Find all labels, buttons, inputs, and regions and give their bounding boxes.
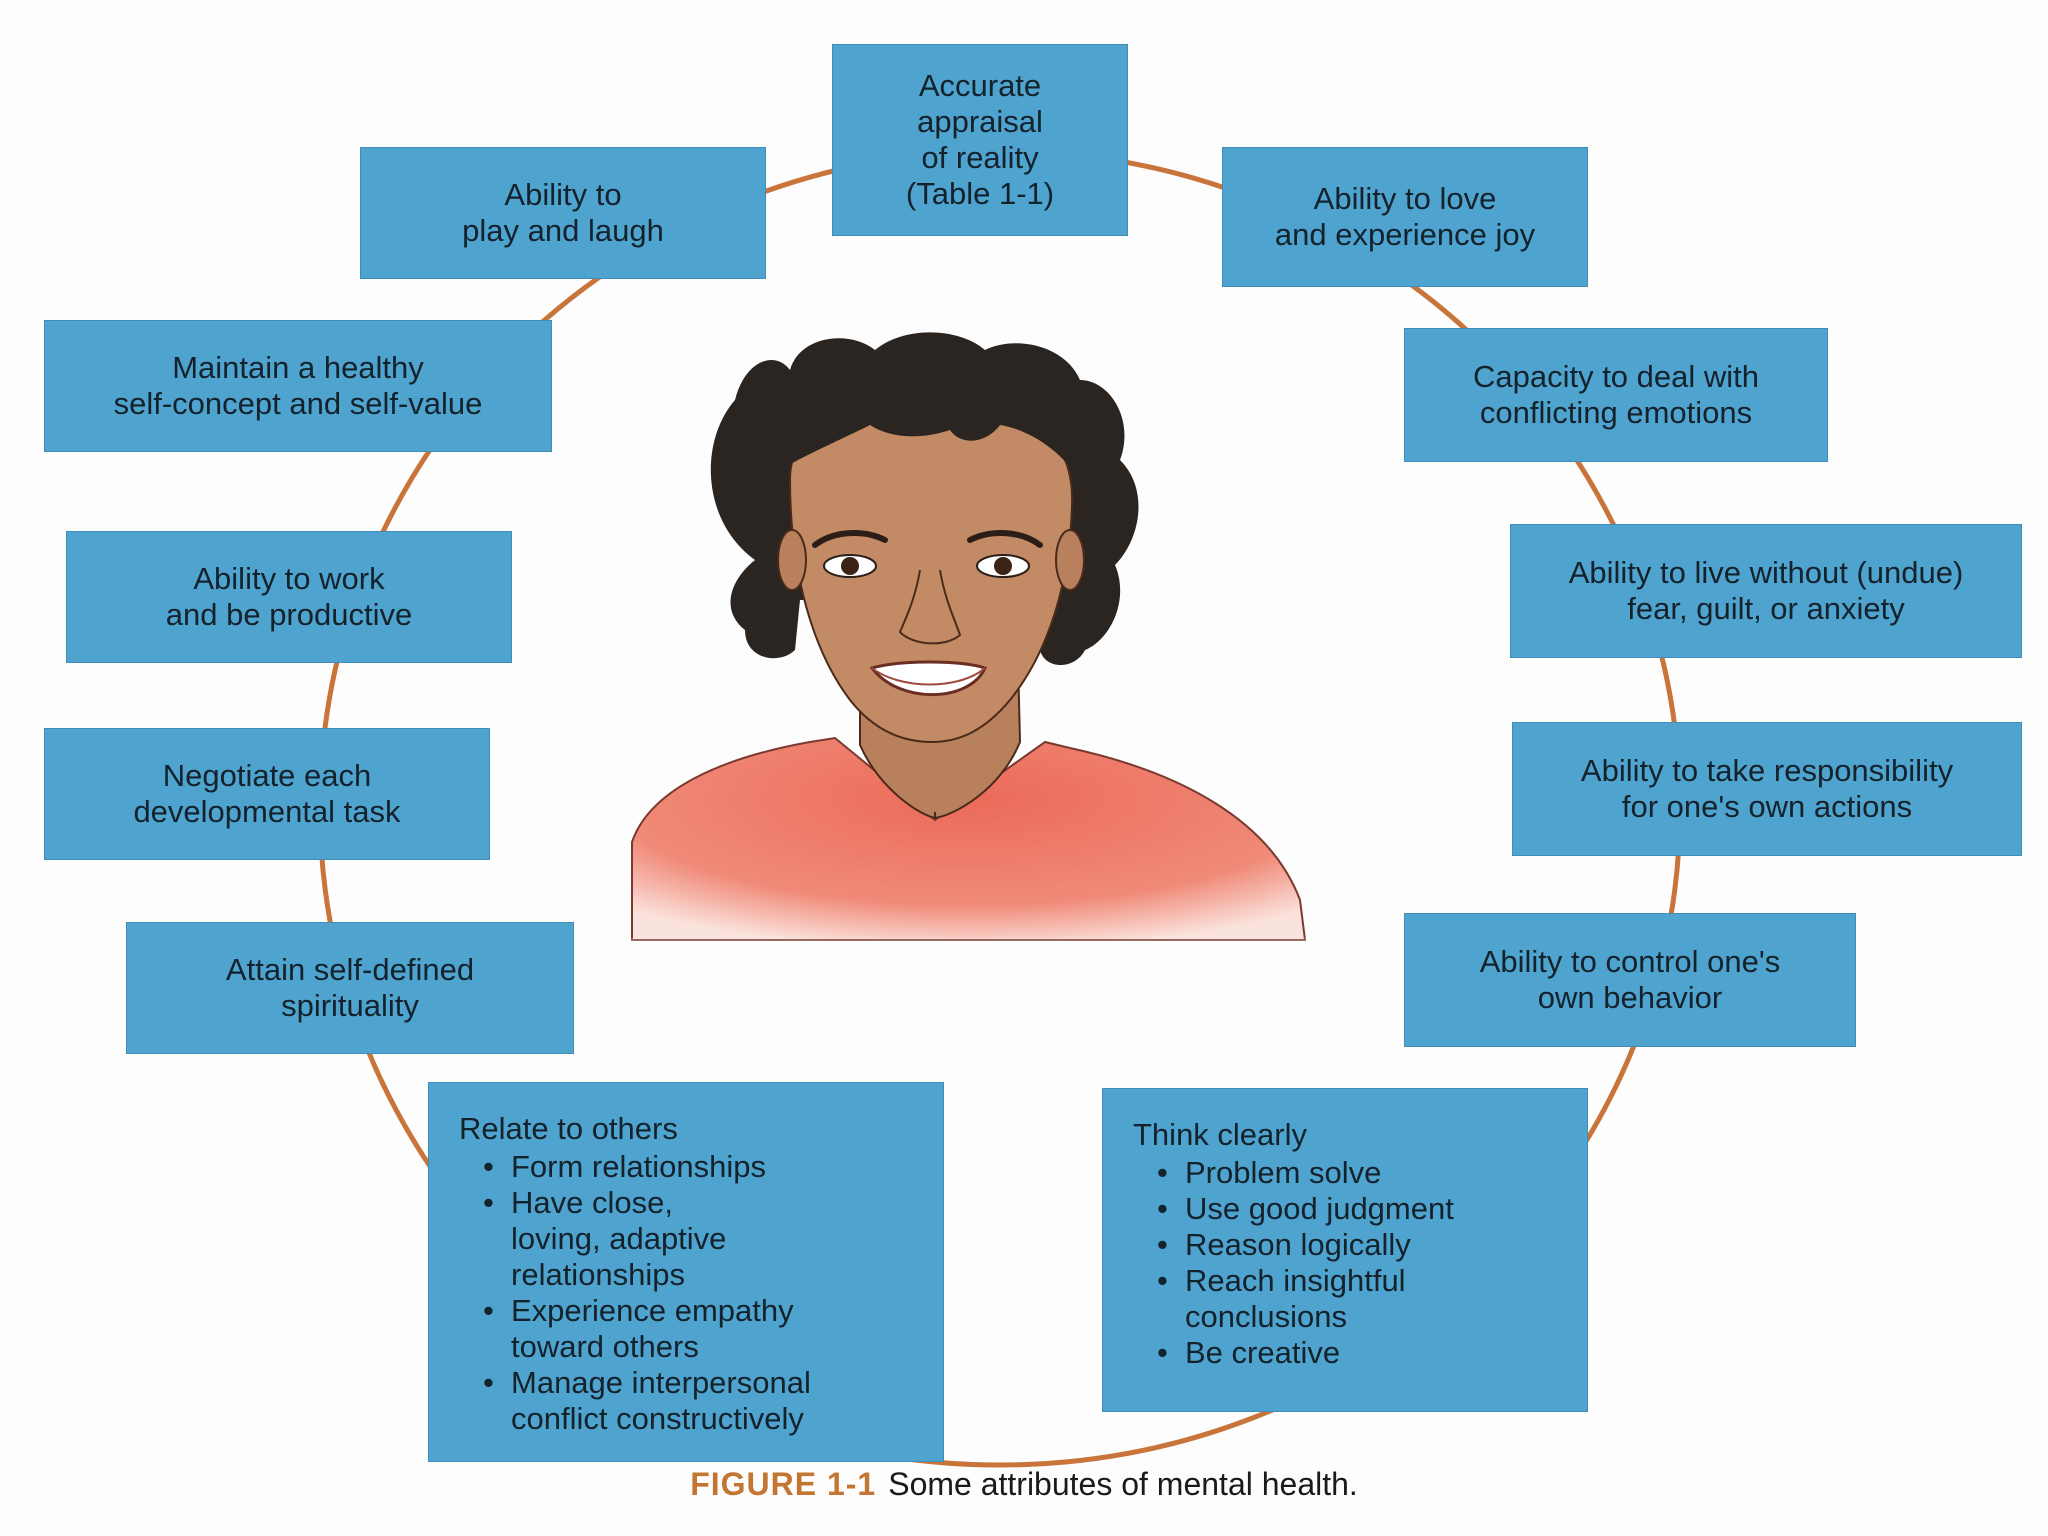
box-developmental-task: Negotiate each developmental task xyxy=(44,728,490,860)
list-item: Reach insightful conclusions xyxy=(1157,1263,1454,1335)
list-item: Manage interpersonal conflict constructi… xyxy=(483,1365,811,1437)
eyes xyxy=(823,554,1030,578)
box-work-productive: Ability to work and be productive xyxy=(66,531,512,663)
box-think-clearly: Think clearly Problem solve Use good jud… xyxy=(1102,1088,1588,1412)
think-title: Think clearly xyxy=(1133,1117,1307,1152)
figure-label: FIGURE 1-1 xyxy=(690,1466,877,1502)
list-item: Use good judgment xyxy=(1157,1191,1454,1227)
figure-caption: FIGURE 1-1 Some attributes of mental heal… xyxy=(0,1466,2048,1503)
list-item: Form relationships xyxy=(483,1149,811,1185)
box-accurate-appraisal: Accurate appraisal of reality (Table 1-1… xyxy=(832,44,1128,236)
box-take-responsibility: Ability to take responsibility for one's… xyxy=(1512,722,2022,856)
box-live-without-fear: Ability to live without (undue) fear, gu… xyxy=(1510,524,2022,658)
caption-text: Some attributes of mental health. xyxy=(888,1466,1358,1502)
list-item: Be creative xyxy=(1157,1335,1454,1371)
box-conflicting-emotions: Capacity to deal with conflicting emotio… xyxy=(1404,328,1828,462)
list-item: Problem solve xyxy=(1157,1155,1454,1191)
box-relate-to-others: Relate to others Form relationships Have… xyxy=(428,1082,944,1462)
relate-title: Relate to others xyxy=(459,1111,678,1146)
box-spirituality: Attain self-defined spirituality xyxy=(126,922,574,1054)
list-item: Experience empathy toward others xyxy=(483,1293,811,1365)
box-self-concept: Maintain a healthy self-concept and self… xyxy=(44,320,552,452)
box-play-laugh: Ability to play and laugh xyxy=(360,147,766,279)
list-item: Reason logically xyxy=(1157,1227,1454,1263)
list-item: Have close, loving, adaptive relationshi… xyxy=(483,1185,811,1293)
box-control-behavior: Ability to control one's own behavior xyxy=(1404,913,1856,1047)
box-love-joy: Ability to love and experience joy xyxy=(1222,147,1588,287)
